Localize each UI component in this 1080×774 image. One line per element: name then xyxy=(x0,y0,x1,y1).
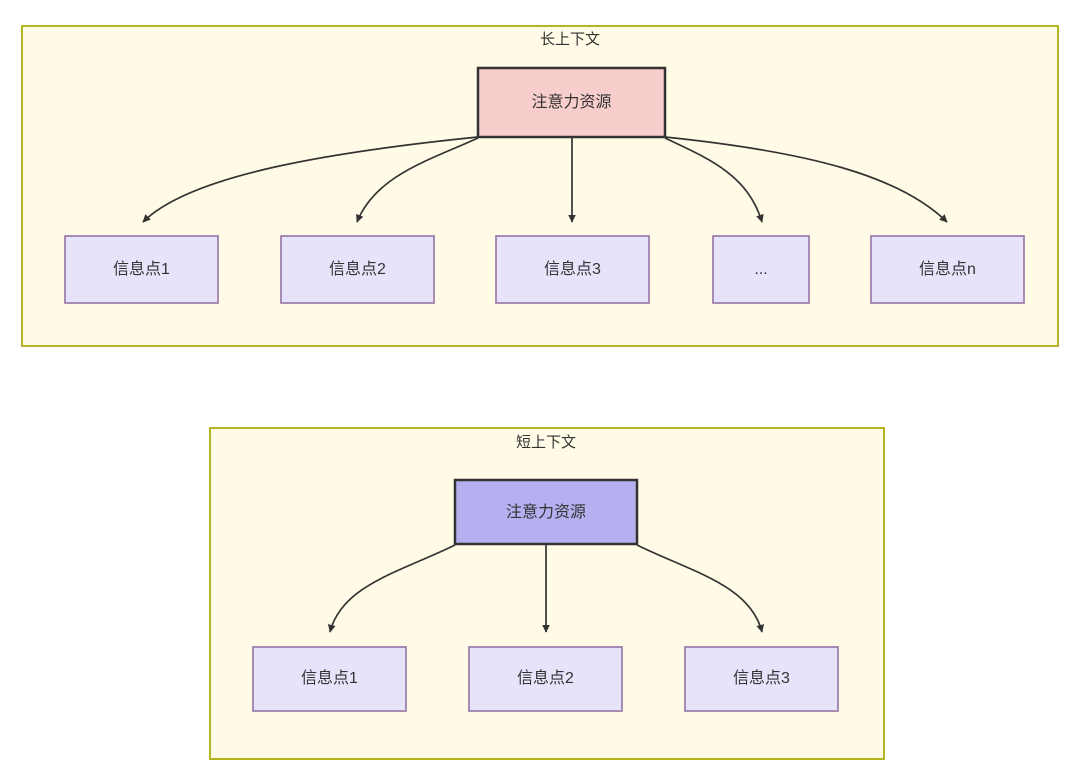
info-node-label: 信息点1 xyxy=(301,669,358,687)
info-node-label: 信息点2 xyxy=(329,260,386,278)
short-context-info-node-2[interactable]: 信息点2 xyxy=(468,646,623,712)
edge-root-to-info-1 xyxy=(142,136,479,223)
short-context-info-node-3[interactable]: 信息点3 xyxy=(684,646,839,712)
info-node-label: ... xyxy=(754,261,767,278)
edge-root-to-info-1 xyxy=(328,544,456,633)
info-node-label: 信息点2 xyxy=(517,669,574,687)
short-context-edges xyxy=(328,544,764,633)
long-context-root-rect xyxy=(476,66,667,139)
diagram-long-context: 长上下文 注意力资源 信息点1 信息点2 xyxy=(21,25,1059,347)
info-node-label: 信息点n xyxy=(919,260,976,278)
info-node-rect xyxy=(280,235,435,304)
long-context-root-node[interactable]: 注意力资源 xyxy=(476,66,667,139)
long-context-info-node-4[interactable]: ... xyxy=(712,235,810,304)
info-node-label: 信息点3 xyxy=(544,260,601,278)
info-node-label: 信息点1 xyxy=(113,260,170,278)
edge-root-to-info-2 xyxy=(356,137,479,223)
info-node-rect xyxy=(712,235,810,304)
edge-root-to-info-3 xyxy=(636,544,764,633)
short-context-title: 短上下文 xyxy=(516,434,576,451)
short-context-info-node-1[interactable]: 信息点1 xyxy=(252,646,407,712)
short-context-root-rect xyxy=(453,478,639,546)
info-node-label: 信息点3 xyxy=(733,669,790,687)
info-node-rect xyxy=(870,235,1025,304)
long-context-root-label: 注意力资源 xyxy=(531,92,611,111)
short-context-root-label: 注意力资源 xyxy=(506,502,586,521)
info-node-rect xyxy=(64,235,219,304)
info-node-rect xyxy=(468,646,623,712)
info-node-rect xyxy=(684,646,839,712)
edge-root-to-info-4 xyxy=(664,137,764,223)
short-context-root-node[interactable]: 注意力资源 xyxy=(453,478,639,546)
long-context-title: 长上下文 xyxy=(540,31,600,48)
info-node-rect xyxy=(252,646,407,712)
diagram-short-context: 短上下文 注意力资源 信息点1 信息点2 xyxy=(209,427,885,760)
long-context-info-node-3[interactable]: 信息点3 xyxy=(495,235,650,304)
long-context-edges xyxy=(142,136,948,223)
info-node-rect xyxy=(495,235,650,304)
long-context-info-node-2[interactable]: 信息点2 xyxy=(280,235,435,304)
long-context-info-node-1[interactable]: 信息点1 xyxy=(64,235,219,304)
edge-root-to-info-5 xyxy=(664,136,948,223)
long-context-info-node-5[interactable]: 信息点n xyxy=(870,235,1025,304)
